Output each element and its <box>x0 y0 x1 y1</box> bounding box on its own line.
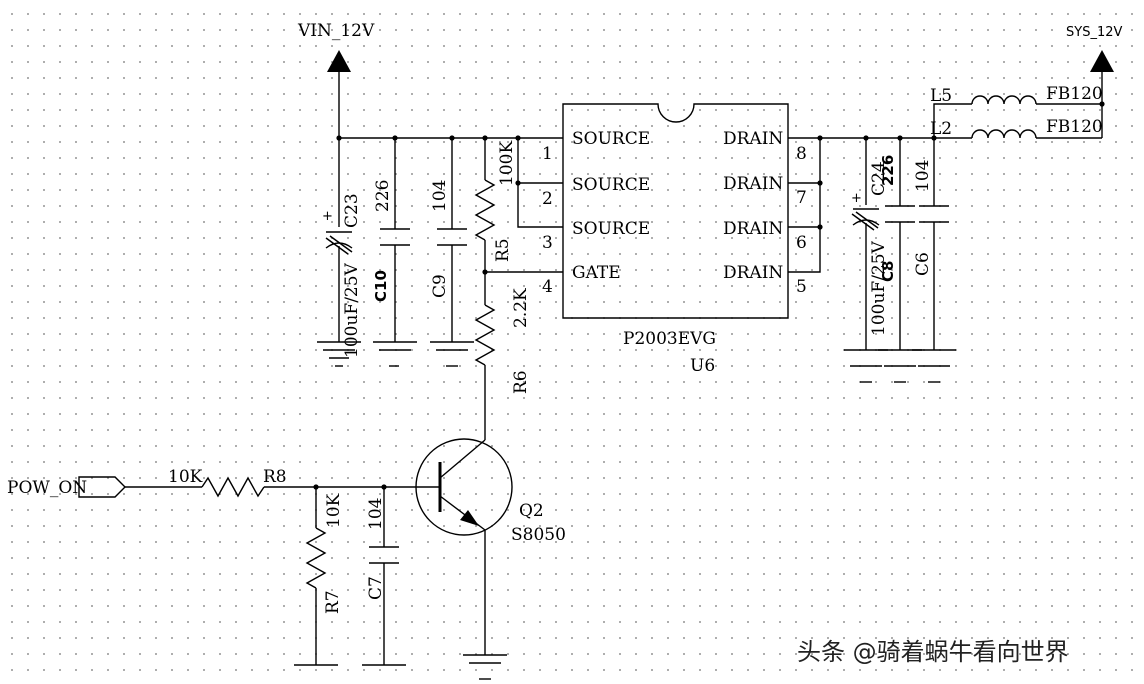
c7-value: 104 <box>366 498 386 530</box>
resistor-r5: 100K R5 <box>474 138 517 272</box>
resistor-r6: 2.2K R6 <box>474 272 531 440</box>
u6-pin6-label: DRAIN <box>723 219 783 239</box>
u6-ref: U6 <box>690 356 715 376</box>
ic-u6: SOURCE SOURCE SOURCE GATE 1 2 3 4 DRAIN … <box>542 103 807 376</box>
c10-value: 226 <box>373 180 393 212</box>
c23-ref: C23 <box>342 193 362 228</box>
u6-pin2-label: SOURCE <box>572 175 650 195</box>
u6-part: P2003EVG <box>623 329 716 349</box>
r8-value: 10K <box>168 467 203 487</box>
u6-pin4-label: GATE <box>572 263 621 283</box>
u6-pin7-num: 7 <box>796 188 807 208</box>
c9-ref: C9 <box>430 274 450 298</box>
c8-value: 226 <box>879 155 897 186</box>
c24-ref: C24 <box>869 161 889 196</box>
watermark-text: 头条 @骑着蜗牛看向世界 <box>797 638 1069 666</box>
c8-ref: C8 <box>879 261 897 282</box>
u6-pin3-label: SOURCE <box>572 219 650 239</box>
u6-pin3-num: 3 <box>542 233 553 253</box>
c10-ref: C10 <box>372 270 390 302</box>
l5-value: FB120 <box>1046 84 1103 104</box>
q2-ref: Q2 <box>519 501 544 521</box>
c9-value: 104 <box>430 180 450 212</box>
r7-value: 10K <box>324 493 344 528</box>
inductor-l2: L2 FB120 <box>930 117 1103 139</box>
r6-value: 2.2K <box>511 288 531 328</box>
r8-ref: R8 <box>263 467 287 487</box>
u6-pin8-label: DRAIN <box>723 129 783 149</box>
vin-arrow-icon <box>327 50 351 72</box>
u6-pin4-num: 4 <box>542 277 553 297</box>
q2-part: S8050 <box>511 525 566 545</box>
c6-ref: C6 <box>913 252 933 276</box>
u6-pin6-num: 6 <box>796 233 807 253</box>
l5-ref: L5 <box>930 86 952 106</box>
capacitor-c24: + C24 100uF/25V <box>844 138 889 383</box>
u6-pin1-label: SOURCE <box>572 129 650 149</box>
sys-net-label: SYS_12V <box>1066 25 1122 40</box>
vin-net-label: VIN_12V <box>297 21 375 41</box>
pow-on-label: POW_ON <box>7 478 87 498</box>
resistor-r7: 10K R7 <box>294 487 344 666</box>
u6-pin5-label: DRAIN <box>723 263 783 283</box>
capacitor-c9: 104 C9 <box>430 138 474 367</box>
drain-bridge-wire <box>788 137 821 273</box>
inductor-l5: L5 FB120 <box>930 84 1103 138</box>
r7-ref: R7 <box>323 590 343 614</box>
c24-polarity: + <box>851 191 862 206</box>
transistor-q2: Q2 S8050 <box>415 438 566 680</box>
capacitor-c10: 226 C10 <box>372 138 417 367</box>
r6-ref: R6 <box>511 370 531 394</box>
sys-arrow-icon <box>1090 50 1114 72</box>
u6-pin8-num: 8 <box>796 144 807 164</box>
source-bridge-wire <box>517 138 563 228</box>
l2-ref: L2 <box>930 119 952 139</box>
u6-pin1-num: 1 <box>542 144 553 164</box>
pow-on-connector-icon <box>78 476 126 498</box>
sys-power-port: SYS_12V <box>1066 25 1122 138</box>
c23-value: 100uF/25V <box>342 262 362 358</box>
u6-pin7-label: DRAIN <box>723 174 783 194</box>
pow-on-port: POW_ON <box>7 476 202 498</box>
c7-ref: C7 <box>366 576 386 600</box>
emitter-arrow-icon <box>460 510 479 526</box>
c6-value: 104 <box>913 160 933 192</box>
resistor-r8: 10K R8 <box>168 467 440 498</box>
vin-power-port: VIN_12V <box>297 21 375 138</box>
c24-value: 100uF/25V <box>869 240 889 336</box>
r5-value: 100K <box>497 141 517 186</box>
capacitor-c7: 104 C7 <box>362 487 406 666</box>
c23-polarity: + <box>322 209 333 224</box>
r5-ref: R5 <box>493 238 513 262</box>
l2-value: FB120 <box>1046 117 1103 137</box>
u6-pin2-num: 2 <box>542 189 553 209</box>
capacitor-c6: 104 C6 <box>912 138 956 383</box>
u6-pin5-num: 5 <box>796 277 807 297</box>
capacitor-c23: + C23 100uF/25V <box>317 138 362 367</box>
capacitor-c8: 226 C8 <box>878 138 922 383</box>
